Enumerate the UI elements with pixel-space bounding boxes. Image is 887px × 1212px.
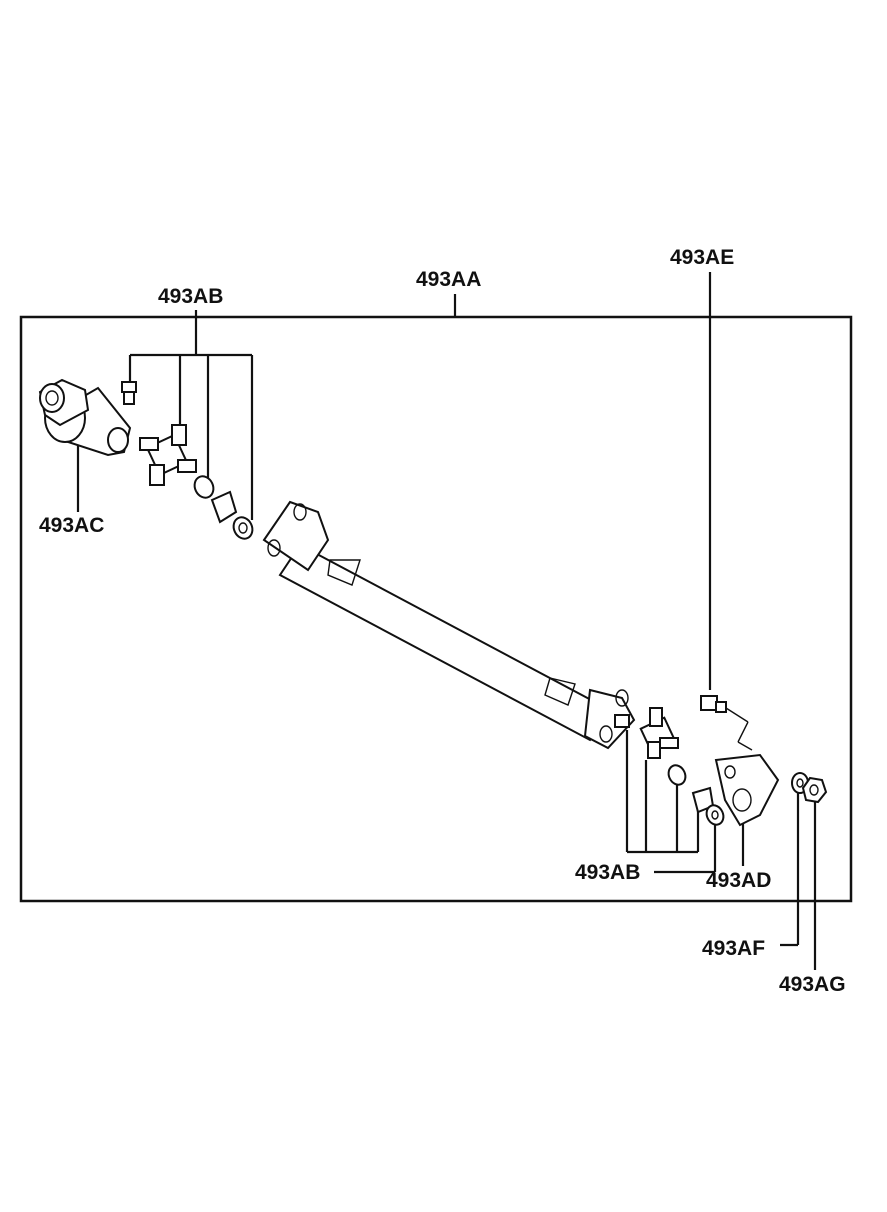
- label-493AB-rear: 493AB: [575, 861, 640, 884]
- bearing-parts-front: [193, 475, 254, 540]
- nut-part: [801, 776, 828, 804]
- label-493AF: 493AF: [702, 937, 765, 960]
- label-493AG: 493AG: [779, 973, 846, 996]
- grease-fitting-front: [121, 381, 137, 405]
- label-493AB-front: 493AB: [158, 285, 223, 308]
- leader-lines: [76, 272, 817, 970]
- universal-joint-cross-rear: [614, 707, 679, 759]
- assembly-frame: [19, 315, 853, 903]
- flange-yoke-part: [714, 753, 780, 827]
- bolt-part: [700, 695, 753, 751]
- bearing-parts-rear: [667, 764, 725, 826]
- label-493AA: 493AA: [416, 268, 481, 291]
- label-493AE: 493AE: [670, 246, 734, 269]
- shaft-tube-part: [262, 500, 636, 750]
- slip-yoke-part: [38, 378, 132, 457]
- label-493AD: 493AD: [706, 869, 771, 892]
- label-493AC: 493AC: [39, 514, 104, 537]
- universal-joint-cross-front: [139, 424, 197, 486]
